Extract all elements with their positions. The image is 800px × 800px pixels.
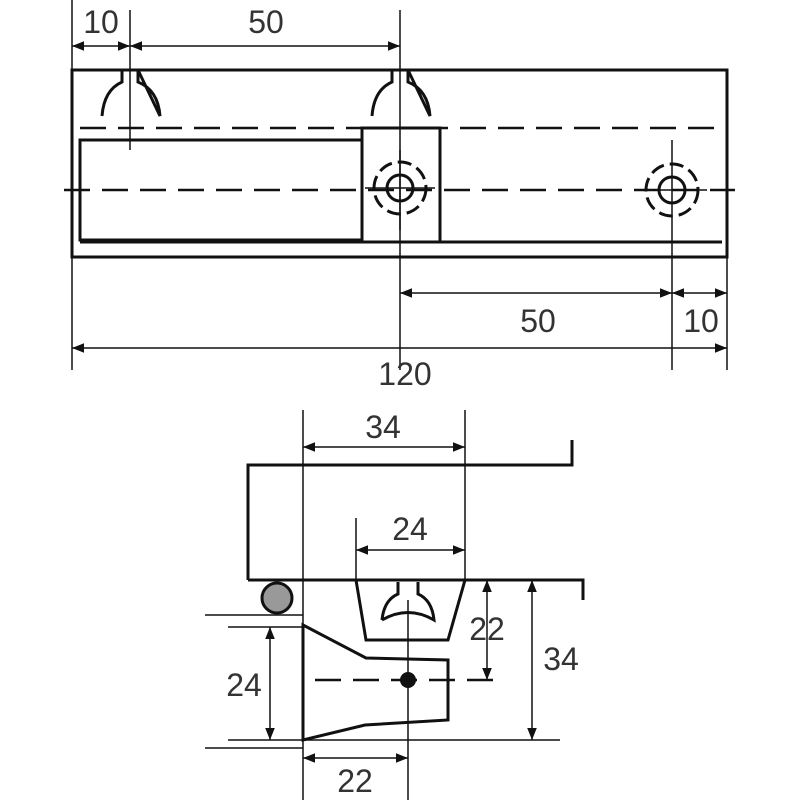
dimension-label: 10 xyxy=(683,303,719,339)
top-view: 10 50 50 10 120 xyxy=(64,0,735,392)
dimension-label: 34 xyxy=(543,641,579,677)
dimension-label: 22 xyxy=(469,611,505,647)
screw-head-icon xyxy=(370,69,432,117)
dimension-label: 24 xyxy=(392,511,428,547)
dimension-label: 34 xyxy=(365,409,401,445)
dimension-label: 120 xyxy=(378,356,431,392)
pivot-point xyxy=(400,672,416,688)
dimension-label: 50 xyxy=(248,4,284,40)
dimension-label: 22 xyxy=(337,763,373,799)
bracket-section xyxy=(354,579,467,642)
closer-body xyxy=(301,622,450,742)
cover-outline xyxy=(246,440,574,580)
mounting-bracket xyxy=(360,126,442,244)
screw-head-icon xyxy=(100,69,162,117)
dimension-label: 50 xyxy=(520,303,556,339)
dimension-label: 10 xyxy=(83,4,119,40)
dimension-label: 24 xyxy=(226,667,262,703)
mounting-hole-icon xyxy=(637,140,707,370)
mounting-surface xyxy=(248,578,585,600)
screw-head-icon xyxy=(380,582,436,623)
side-view: 34 24 24 22 34 22 xyxy=(205,409,585,800)
seal-gasket xyxy=(260,581,294,615)
